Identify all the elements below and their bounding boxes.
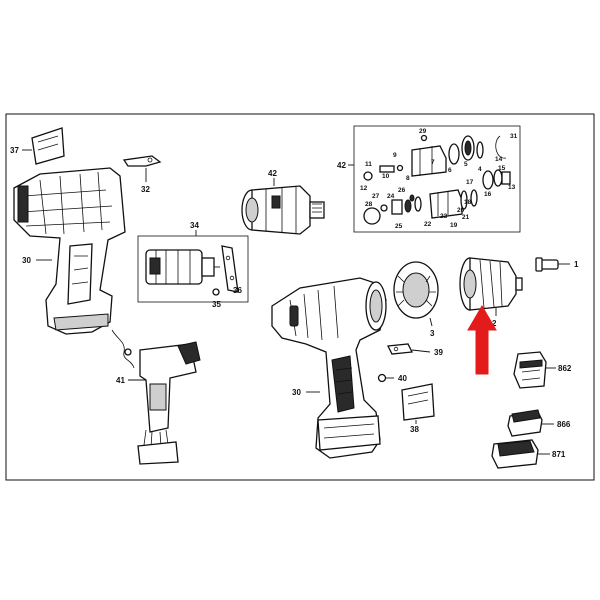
label-card-38 (401, 383, 435, 424)
callout-35: 35 (212, 300, 221, 309)
ex-callout-20: 20 (457, 207, 465, 214)
callout-42-exploded: 42 (337, 161, 346, 170)
label-card-37 (31, 127, 65, 165)
gearbox-assembly-42 (241, 185, 325, 235)
trigger-switch-41 (111, 329, 201, 465)
ex-callout-21: 21 (462, 214, 470, 221)
ex-callout-27: 27 (372, 193, 380, 200)
ring-nut-3 (393, 261, 439, 327)
housing-half-left (13, 167, 126, 335)
callout-34: 34 (190, 221, 199, 230)
ex-callout-16: 16 (484, 191, 492, 198)
ex-callout-19: 19 (450, 222, 458, 229)
ex-callout-4: 4 (478, 166, 482, 173)
diagram-frame (5, 113, 595, 481)
exploded-gearbox-parts (363, 134, 511, 225)
ex-callout-23: 23 (440, 213, 448, 220)
ex-callout-7: 7 (431, 159, 435, 166)
ex-callout-13: 13 (508, 184, 516, 191)
callout-1: 1 (574, 260, 579, 269)
ex-callout-6: 6 (448, 167, 452, 174)
ex-callout-22: 22 (424, 221, 432, 228)
callout-3: 3 (430, 329, 435, 338)
ex-callout-18: 18 (464, 199, 472, 206)
ex-callout-9: 9 (393, 152, 397, 159)
ex-callout-8: 8 (406, 175, 410, 182)
ex-callout-31: 31 (510, 133, 518, 140)
keyless-chuck-2 (459, 257, 523, 311)
screw-35 (212, 288, 220, 296)
callout-862: 862 (558, 364, 572, 373)
callout-36: 36 (233, 286, 242, 295)
battery-871 (491, 439, 550, 469)
chuck-screw-1 (535, 257, 570, 272)
callout-30-right: 30 (292, 388, 301, 397)
screw-40 (377, 373, 394, 383)
ex-callout-17: 17 (466, 179, 474, 186)
arrow-up-icon (467, 305, 497, 375)
ex-callout-28: 28 (365, 201, 373, 208)
ex-callout-15: 15 (498, 165, 506, 172)
callout-42-motor: 42 (268, 169, 277, 178)
motor-group-box (137, 235, 249, 303)
ex-callout-14: 14 (495, 156, 503, 163)
ex-callout-10: 10 (382, 173, 390, 180)
battery-866 (507, 409, 554, 437)
callout-32: 32 (141, 185, 150, 194)
clip-32 (122, 155, 162, 167)
callout-37: 37 (10, 146, 19, 155)
ex-callout-11: 11 (365, 161, 372, 168)
motor-plate-36 (221, 245, 239, 293)
ex-callout-25: 25 (395, 223, 403, 230)
clip-39 (386, 343, 431, 355)
ex-callout-5: 5 (464, 161, 468, 168)
callout-871: 871 (552, 450, 566, 459)
callout-40: 40 (398, 374, 407, 383)
ex-callout-24: 24 (387, 193, 395, 200)
ex-callout-12: 12 (360, 185, 368, 192)
exploded-gearbox-box (353, 125, 521, 233)
belt-clip-862 (513, 351, 556, 389)
ex-callout-29: 29 (419, 128, 427, 135)
callout-2: 2 (492, 319, 497, 328)
ex-callout-26: 26 (398, 187, 406, 194)
motor-34 (145, 249, 220, 285)
callout-39: 39 (434, 348, 443, 357)
callout-38: 38 (410, 425, 419, 434)
callout-866: 866 (557, 420, 571, 429)
callout-30-left: 30 (22, 256, 31, 265)
drill-body-assembled (271, 277, 387, 459)
callout-41: 41 (116, 376, 125, 385)
exploded-callout-labels: 29 31 9 7 6 5 11 10 4 14 15 12 8 13 26 2… (360, 128, 518, 230)
